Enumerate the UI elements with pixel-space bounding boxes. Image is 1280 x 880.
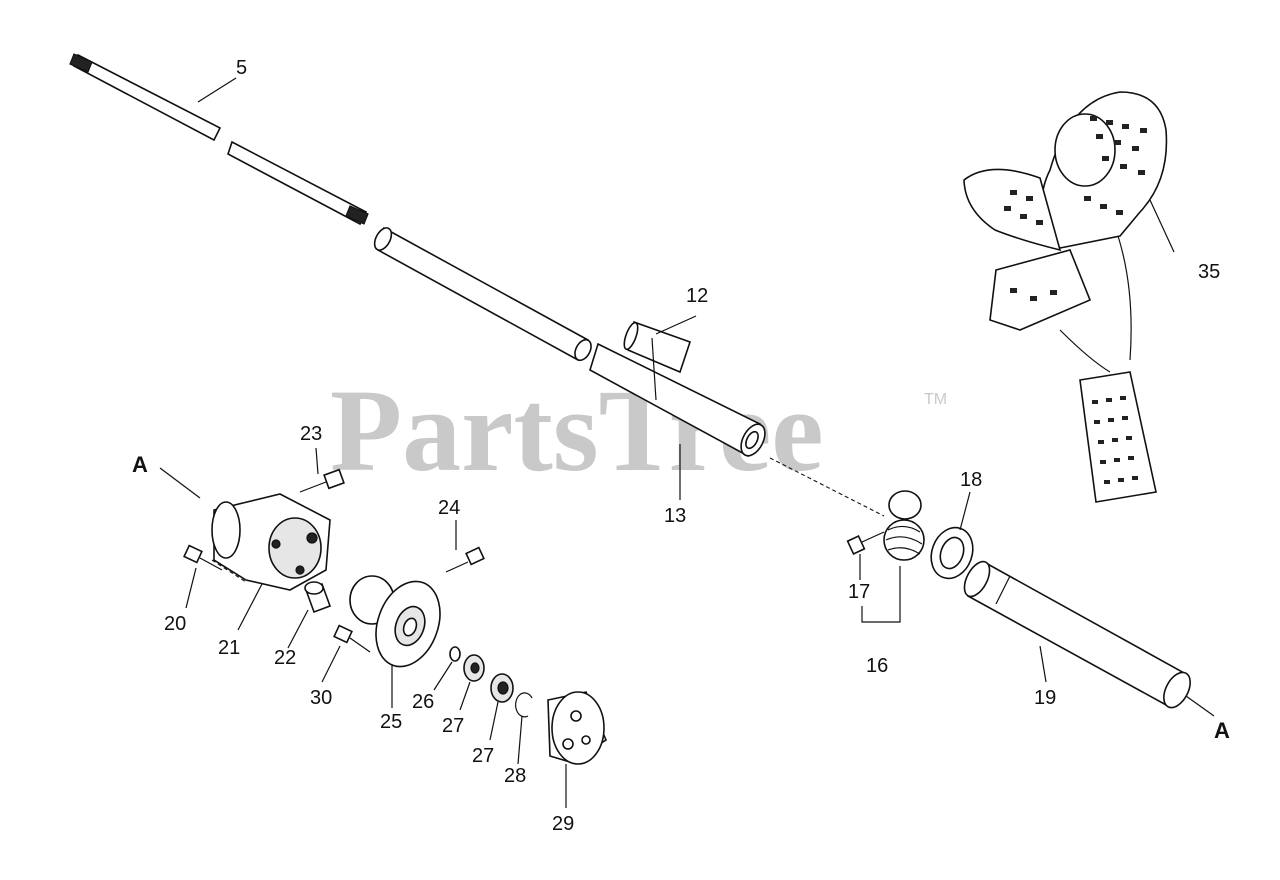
part-18-gasket[interactable] — [924, 522, 979, 585]
callout-21: 21 — [218, 637, 240, 659]
part-20-bolt[interactable] — [183, 544, 223, 571]
callout-18: 18 — [960, 469, 982, 491]
callout-16: 16 — [866, 655, 888, 677]
watermark-trademark: TM — [924, 391, 947, 408]
callout-12: 12 — [686, 285, 708, 307]
leader-lines — [159, 77, 1215, 808]
part-13-upper-tube[interactable] — [371, 225, 594, 363]
callout-19: 19 — [1034, 687, 1056, 709]
callout-30: 30 — [310, 687, 332, 709]
part-29-end-cap[interactable] — [547, 691, 608, 765]
callout-27-first: 27 — [442, 715, 464, 737]
part-5-drive-shaft[interactable] — [69, 53, 369, 226]
part-27-bearing-second[interactable] — [490, 673, 514, 703]
callout-20: 20 — [164, 613, 186, 635]
part-26-washer[interactable] — [449, 646, 461, 662]
part-13-lower-tube[interactable] — [589, 342, 770, 460]
part-22-bushing[interactable] — [304, 581, 332, 614]
callout-13: 13 — [664, 505, 686, 527]
part-21-gear-housing[interactable] — [211, 493, 331, 591]
callout-26: 26 — [412, 691, 434, 713]
part-35-harness[interactable] — [963, 91, 1168, 503]
part-30-bolt[interactable] — [333, 624, 371, 653]
callout-28: 28 — [504, 765, 526, 787]
part-27-bearing[interactable] — [463, 654, 485, 682]
part-16-clamp[interactable] — [883, 490, 925, 561]
part-19-grip[interactable] — [959, 558, 1195, 712]
callout-17: 17 — [848, 581, 870, 603]
callout-22: 22 — [274, 647, 296, 669]
callout-25: 25 — [380, 711, 402, 733]
part-24-bolt[interactable] — [445, 546, 485, 573]
part-28-snap-ring[interactable] — [515, 692, 533, 718]
part-23-bolt[interactable] — [299, 468, 345, 493]
reference-marker-a-left: A — [132, 452, 148, 477]
part-17-bolt[interactable] — [846, 531, 885, 555]
reference-marker-a-right: A — [1214, 718, 1230, 743]
callout-29: 29 — [552, 813, 574, 835]
part-25-flange[interactable] — [349, 572, 451, 675]
part-12-sleeve[interactable] — [622, 320, 692, 374]
alignment-line — [769, 457, 885, 517]
callout-27-second: 27 — [472, 745, 494, 767]
callout-24: 24 — [438, 497, 460, 519]
callout-35: 35 — [1198, 261, 1220, 283]
callout-23: 23 — [300, 423, 322, 445]
callout-5: 5 — [236, 57, 247, 79]
